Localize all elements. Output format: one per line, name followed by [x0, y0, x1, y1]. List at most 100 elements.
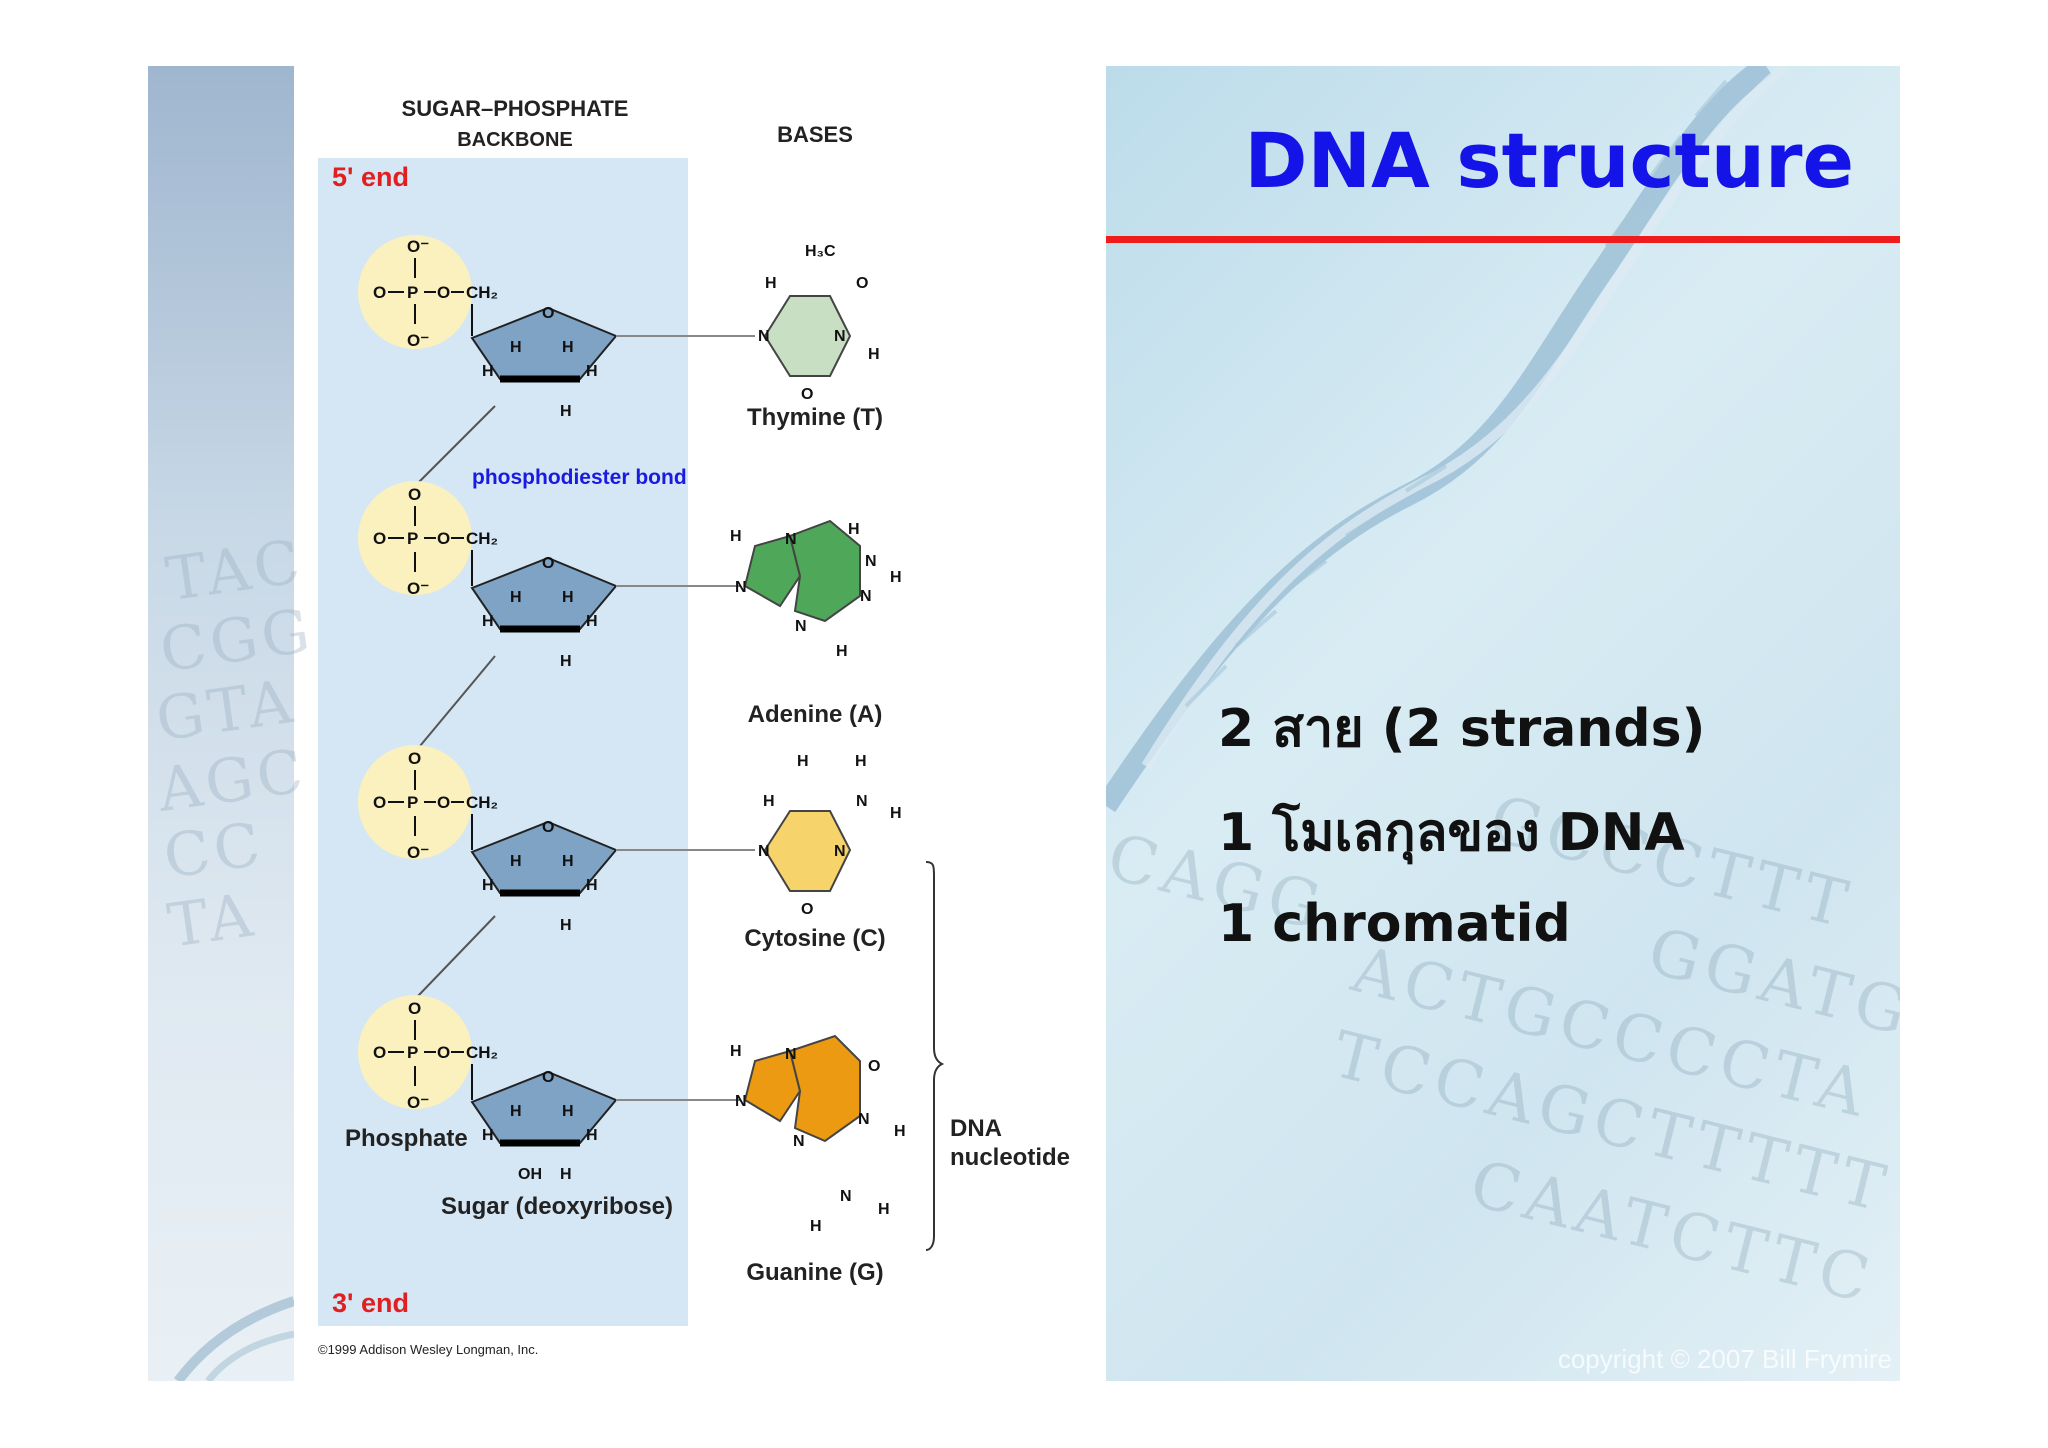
- dna-nucleotide-label-line-1: DNA: [950, 1115, 1002, 1142]
- svg-text:N: N: [834, 843, 846, 860]
- helix-fragment-graphic: [174, 1296, 294, 1381]
- svg-text:N: N: [735, 1093, 747, 1110]
- svg-text:O: O: [542, 305, 554, 322]
- svg-text:N: N: [795, 618, 807, 635]
- nucleotide-bracket: [925, 861, 945, 1251]
- svg-text:H: H: [482, 1127, 494, 1144]
- svg-text:H: H: [560, 917, 572, 934]
- svg-text:CH₂: CH₂: [466, 793, 498, 812]
- svg-text:O: O: [437, 793, 450, 812]
- ghost-sequence-text: CC: [159, 809, 269, 893]
- svg-text:P: P: [407, 793, 418, 812]
- svg-text:N: N: [785, 531, 797, 548]
- svg-text:O: O: [856, 275, 868, 292]
- diagram-copyright: ©1999 Addison Wesley Longman, Inc.: [318, 1342, 538, 1357]
- svg-text:H: H: [562, 1103, 574, 1120]
- phosphate-group: [358, 481, 472, 595]
- base-name-label: Adenine (A): [748, 701, 883, 728]
- slide-panel: CAGG GCCCTTT GGATG ACTGCCCCTA TCCAGCTTTT…: [1106, 66, 1900, 1381]
- svg-text:O: O: [868, 1058, 880, 1075]
- backbone-header-line-2: BACKBONE: [457, 129, 573, 151]
- svg-text:H: H: [586, 613, 598, 630]
- svg-text:H: H: [763, 793, 775, 810]
- svg-text:H: H: [510, 853, 522, 870]
- bases-header: BASES: [777, 122, 853, 147]
- three-prime-end-label: 3' end: [332, 1288, 409, 1318]
- svg-text:H: H: [482, 363, 494, 380]
- svg-text:O: O: [542, 555, 554, 572]
- thymine-base-ring: [763, 295, 852, 377]
- svg-text:O⁻: O⁻: [407, 579, 429, 598]
- phosphate-group: [358, 745, 472, 859]
- svg-text:H: H: [586, 877, 598, 894]
- svg-text:N: N: [785, 1046, 797, 1063]
- svg-text:N: N: [858, 1111, 870, 1128]
- guanine-base-pyrimidine: [788, 1034, 861, 1143]
- svg-text:N: N: [793, 1133, 805, 1150]
- svg-text:O⁻: O⁻: [407, 331, 429, 350]
- svg-text:H: H: [562, 853, 574, 870]
- svg-text:O: O: [373, 1043, 386, 1062]
- deoxyribose-ring: [470, 306, 618, 380]
- ghost-sequence-text: TA: [163, 880, 261, 962]
- svg-text:H: H: [586, 363, 598, 380]
- svg-text:H: H: [510, 1103, 522, 1120]
- svg-text:H: H: [586, 1127, 598, 1144]
- svg-text:CH₂: CH₂: [466, 1043, 498, 1062]
- dna-nucleotide-diagram: SUGAR–PHOSPHATE BACKBONE BASES 5' end 3'…: [318, 96, 1070, 1357]
- phosphate-label: Phosphate: [345, 1125, 468, 1152]
- adenine-base-pyrimidine: [788, 519, 861, 623]
- svg-text:H: H: [797, 753, 809, 770]
- svg-text:H: H: [562, 339, 574, 356]
- svg-text:H: H: [878, 1201, 890, 1218]
- svg-text:H: H: [765, 275, 777, 292]
- svg-text:H: H: [482, 613, 494, 630]
- svg-text:O: O: [542, 819, 554, 836]
- base-name-label: Guanine (G): [746, 1259, 883, 1286]
- svg-text:H: H: [890, 569, 902, 586]
- svg-text:O: O: [373, 283, 386, 302]
- svg-text:H: H: [836, 643, 848, 660]
- bullet-chromatid: 1 chromatid: [1218, 894, 1571, 954]
- backbone-header-line-1: SUGAR–PHOSPHATE: [402, 96, 629, 121]
- svg-text:H: H: [560, 403, 572, 420]
- bullet-molecule: 1 โมเลกุลของ DNA: [1218, 803, 1685, 863]
- svg-text:O⁻: O⁻: [407, 237, 429, 256]
- svg-text:O: O: [373, 793, 386, 812]
- svg-text:N: N: [834, 328, 846, 345]
- svg-text:O: O: [437, 1043, 450, 1062]
- svg-text:CH₂: CH₂: [466, 283, 498, 302]
- svg-text:O: O: [437, 283, 450, 302]
- svg-text:H: H: [510, 589, 522, 606]
- svg-text:N: N: [735, 579, 747, 596]
- svg-text:H: H: [810, 1218, 822, 1235]
- svg-text:H: H: [894, 1123, 906, 1140]
- svg-text:O: O: [801, 386, 813, 403]
- svg-text:H: H: [562, 589, 574, 606]
- svg-text:N: N: [758, 328, 770, 345]
- svg-text:P: P: [407, 283, 418, 302]
- svg-text:P: P: [407, 529, 418, 548]
- phosphodiester-links: [414, 405, 496, 997]
- svg-text:H₃C: H₃C: [805, 243, 836, 260]
- svg-text:H: H: [730, 1043, 742, 1060]
- deoxyribose-ring: [470, 820, 618, 894]
- svg-text:H: H: [560, 1166, 572, 1183]
- phosphate-group: [358, 995, 472, 1109]
- svg-text:O: O: [373, 529, 386, 548]
- sugar-label: Sugar (deoxyribose): [441, 1193, 673, 1220]
- svg-text:O: O: [801, 901, 813, 918]
- svg-text:O: O: [408, 749, 421, 768]
- deoxyribose-ring: [470, 556, 618, 630]
- cytosine-base-ring: [763, 810, 852, 892]
- svg-text:H: H: [730, 528, 742, 545]
- svg-text:N: N: [758, 843, 770, 860]
- svg-text:O⁻: O⁻: [407, 1093, 429, 1112]
- svg-text:OH: OH: [518, 1166, 542, 1183]
- svg-text:O⁻: O⁻: [407, 843, 429, 862]
- svg-text:O: O: [408, 485, 421, 504]
- svg-text:H: H: [855, 753, 867, 770]
